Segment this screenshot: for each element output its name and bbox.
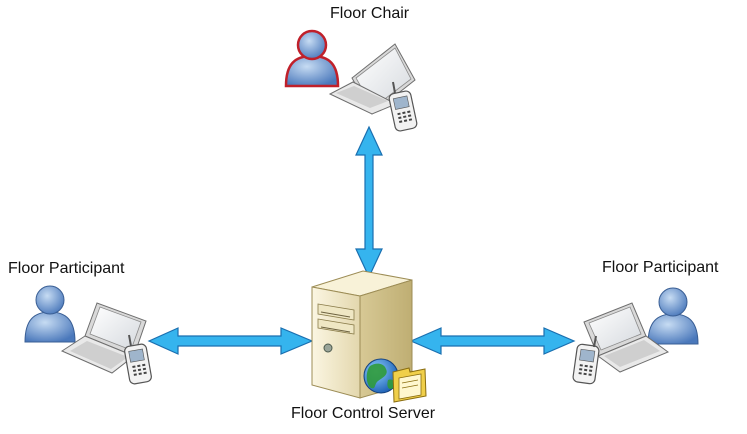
left-participant-phone-icon (124, 334, 152, 385)
chair-laptop-icon (328, 43, 416, 115)
right-participant-laptop-icon (583, 302, 670, 373)
right-participant-phone-icon (572, 335, 600, 385)
server-tower-icon (311, 270, 413, 399)
left-participant-person-icon (24, 285, 76, 343)
arrow-server-chair (355, 125, 383, 279)
arrow-server-left-participant (147, 327, 314, 355)
floor-control-server-label: Floor Control Server (291, 405, 436, 422)
floor-chair-label: Floor Chair (330, 5, 410, 22)
right-participant-person-icon (647, 287, 699, 345)
folder-icon (392, 367, 427, 403)
arrow-server-right-participant (409, 327, 576, 355)
chair-person-icon (284, 29, 340, 88)
floor-participant-left-label: Floor Participant (8, 260, 125, 277)
globe-icon (363, 358, 399, 394)
floor-participant-right-label: Floor Participant (602, 259, 719, 276)
chair-phone-icon (388, 81, 418, 132)
